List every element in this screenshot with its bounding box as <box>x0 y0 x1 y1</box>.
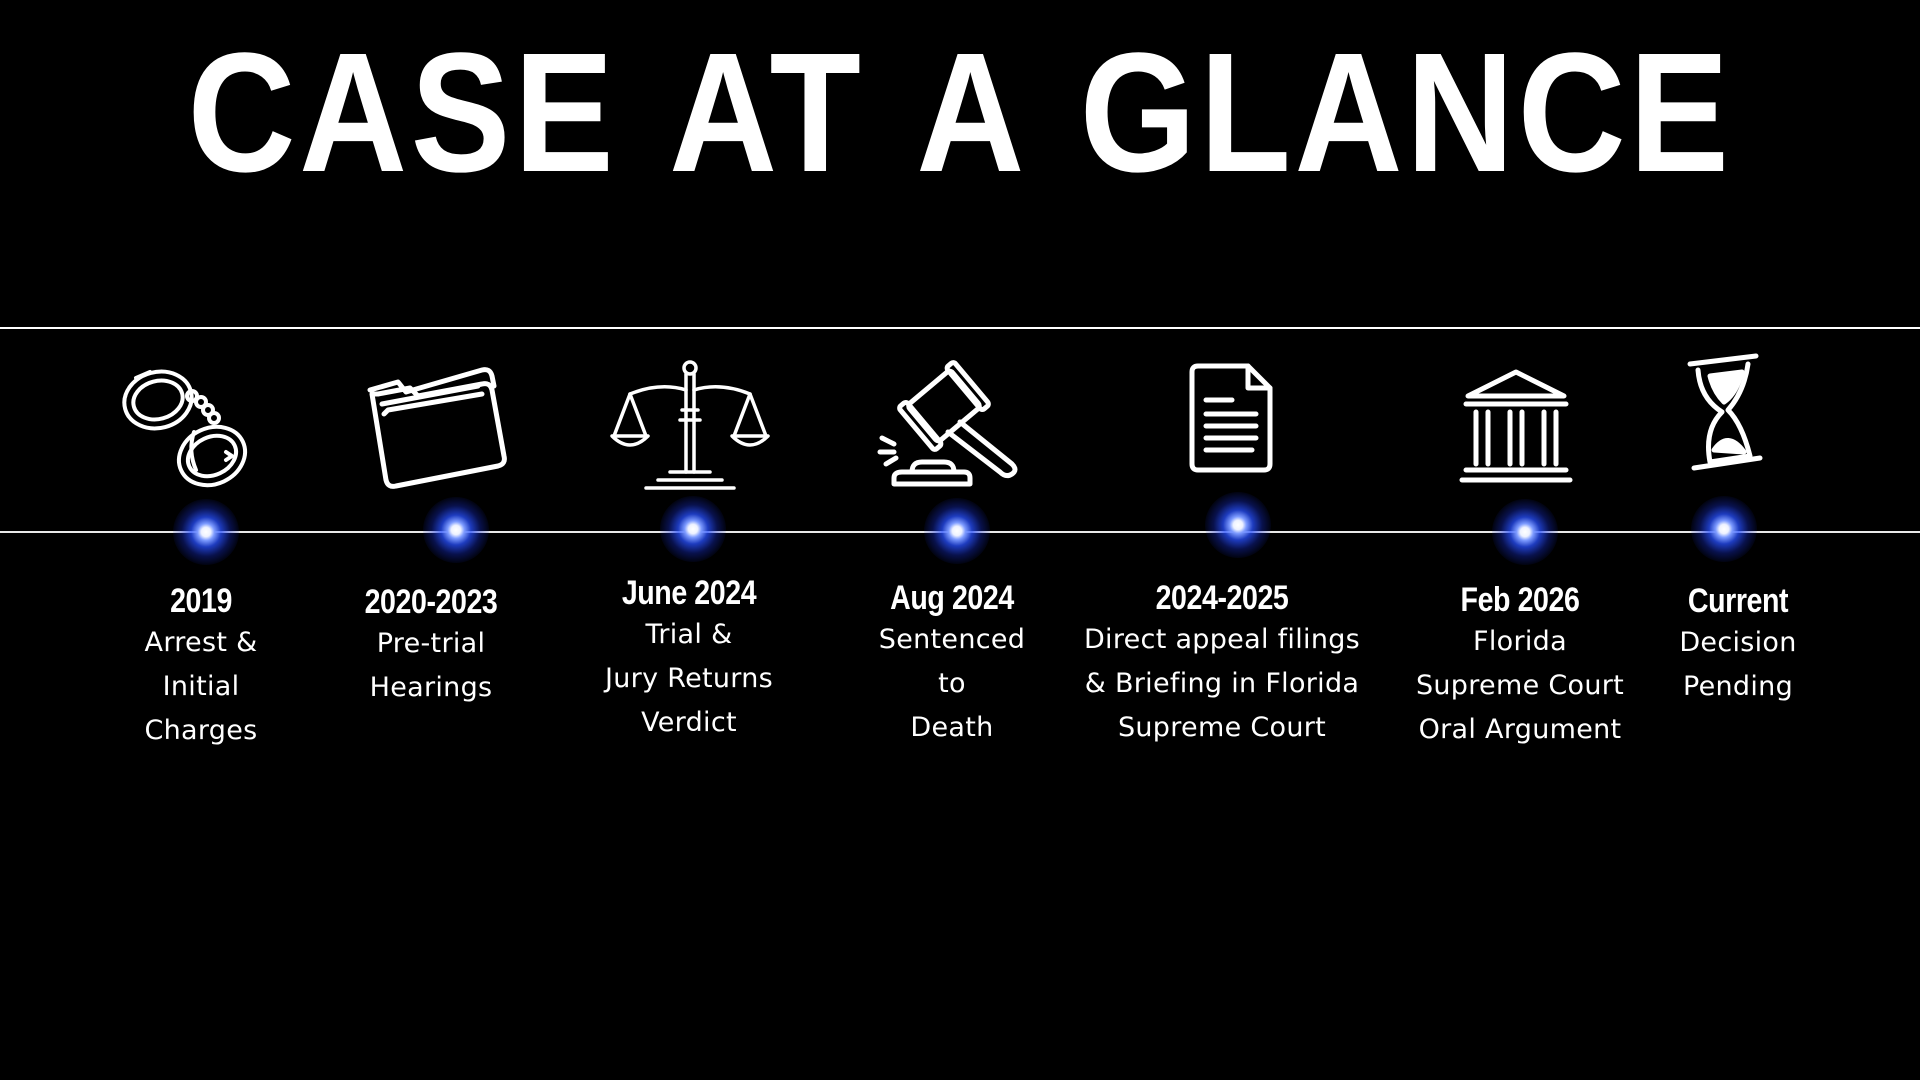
document-icon <box>1152 360 1312 500</box>
event-date: June 2024 <box>621 574 757 612</box>
timeline-event-2020-2023: 2020-2023 Pre-trial Hearings <box>281 582 581 710</box>
timeline-event-feb-2026: Feb 2026 Florida Supreme Court Oral Argu… <box>1370 580 1670 752</box>
timeline-marker <box>1492 499 1558 565</box>
timeline-marker <box>1205 492 1271 558</box>
hourglass-icon <box>1644 350 1804 490</box>
event-date: Aug 2024 <box>890 579 1014 617</box>
event-date: Feb 2026 <box>1460 581 1580 619</box>
timeline-event-2024-2025: 2024-2025 Direct appeal filings & Briefi… <box>1052 578 1392 750</box>
timeline-event-current: Current Decision Pending <box>1628 581 1848 709</box>
event-description: Direct appeal filings & Briefing in Flor… <box>1083 624 1361 743</box>
handcuffs-icon <box>106 360 266 500</box>
event-description: Pre-trial Hearings <box>369 628 493 703</box>
event-date: 2019 <box>170 582 232 620</box>
timeline-event-june-2024: June 2024 Trial & Jury Returns Verdict <box>539 573 839 745</box>
courthouse-icon <box>1436 360 1596 500</box>
timeline-event-aug-2024: Aug 2024 Sentenced to Death <box>802 578 1102 750</box>
timeline-marker <box>173 499 239 565</box>
event-description: Arrest & Initial Charges <box>144 627 258 746</box>
event-date: Current <box>1687 582 1789 620</box>
timeline-marker <box>660 496 726 562</box>
gavel-icon <box>872 360 1032 500</box>
timeline-event-2019: 2019 Arrest & Initial Charges <box>51 581 351 753</box>
event-description: Florida Supreme Court Oral Argument <box>1415 626 1625 745</box>
scales-of-justice-icon <box>610 360 770 500</box>
top-divider <box>0 327 1920 329</box>
event-date: 2020-2023 <box>364 583 498 621</box>
event-description: Decision Pending <box>1679 627 1797 702</box>
folder-icon <box>358 360 518 500</box>
timeline-marker <box>924 498 990 564</box>
timeline-marker <box>1691 496 1757 562</box>
event-description: Trial & Jury Returns Verdict <box>605 619 773 738</box>
event-description: Sentenced to Death <box>878 624 1026 743</box>
event-date: 2024-2025 <box>1155 579 1289 617</box>
timeline-marker <box>423 497 489 563</box>
page-title: CASE AT A GLANCE <box>187 18 1733 208</box>
